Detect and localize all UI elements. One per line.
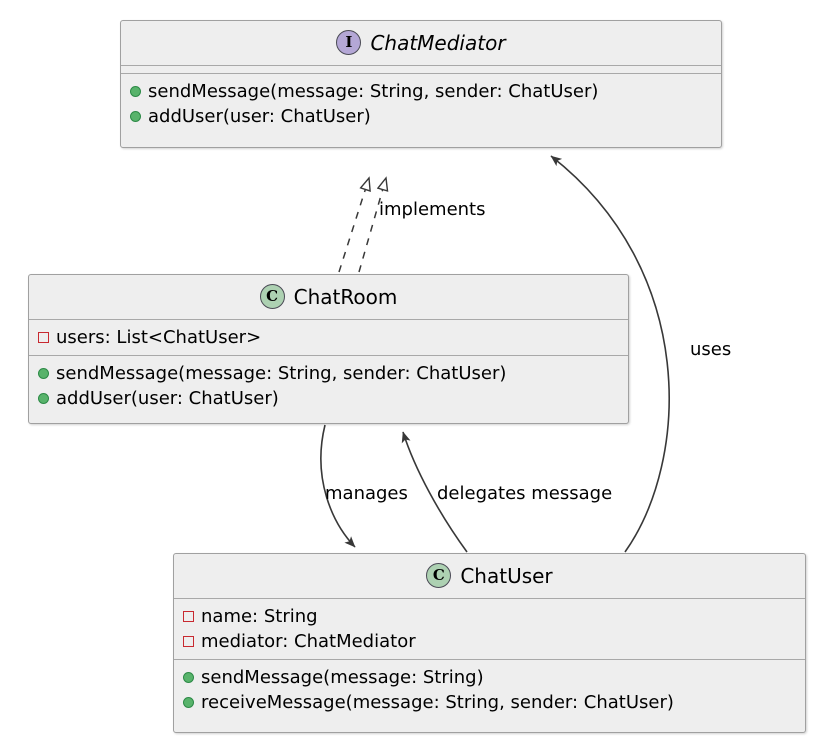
compartment-divider (29, 355, 628, 356)
attributes-compartment-chatmediator (121, 66, 721, 73)
method-label: sendMessage(message: String) (201, 666, 484, 688)
attributes-compartment-chatroom: users: List<ChatUser> (29, 320, 628, 355)
connector-uses (550, 155, 670, 553)
class-name-chatroom: ChatRoom (293, 284, 398, 309)
public-visibility-icon (130, 111, 141, 122)
attributes-compartment-chatuser: name: String mediator: ChatMediator (174, 599, 805, 659)
edge-label-manages: manages (325, 483, 408, 504)
connector-implements (338, 178, 386, 273)
public-visibility-icon (38, 393, 49, 404)
method-row: sendMessage(message: String) (174, 665, 805, 690)
class-name-chatmediator: ChatMediator (370, 30, 506, 55)
class-header-chatmediator: I ChatMediator (121, 21, 721, 65)
class-icon: C (259, 284, 285, 309)
private-visibility-icon (183, 611, 194, 622)
class-box-chatuser[interactable]: C ChatUser name: String mediator: ChatMe… (173, 553, 806, 733)
class-box-chatroom[interactable]: C ChatRoom users: List<ChatUser> sendMes… (28, 274, 629, 424)
method-label: sendMessage(message: String, sender: Cha… (148, 80, 599, 102)
attribute-row: mediator: ChatMediator (174, 629, 805, 654)
method-label: addUser(user: ChatUser) (56, 387, 279, 409)
public-visibility-icon (130, 86, 141, 97)
connector-delegates-message (401, 431, 468, 553)
attribute-label: mediator: ChatMediator (201, 630, 416, 652)
class-header-chatroom: C ChatRoom (29, 275, 628, 319)
edge-label-uses: uses (690, 339, 732, 360)
public-visibility-icon (183, 697, 194, 708)
edge-label-implements: implements (379, 199, 486, 220)
method-label: receiveMessage(message: String, sender: … (201, 691, 674, 713)
method-row: receiveMessage(message: String, sender: … (174, 690, 805, 715)
compartment-divider (174, 659, 805, 660)
interface-icon: I (336, 30, 362, 55)
compartment-divider (29, 319, 628, 320)
attribute-label: users: List<ChatUser> (56, 326, 262, 348)
class-header-chatuser: C ChatUser (174, 554, 805, 598)
method-row: addUser(user: ChatUser) (121, 104, 721, 129)
class-icon: C (426, 563, 452, 588)
class-name-chatuser: ChatUser (460, 563, 553, 588)
attribute-label: name: String (201, 605, 318, 627)
method-row: addUser(user: ChatUser) (29, 386, 628, 411)
private-visibility-icon (183, 636, 194, 647)
compartment-divider (121, 65, 721, 66)
method-label: sendMessage(message: String, sender: Cha… (56, 362, 507, 384)
methods-compartment-chatroom: sendMessage(message: String, sender: Cha… (29, 356, 628, 416)
method-row: sendMessage(message: String, sender: Cha… (29, 361, 628, 386)
compartment-divider (121, 73, 721, 74)
connector-manages (320, 424, 356, 548)
private-visibility-icon (38, 332, 49, 343)
edge-label-delegates-message: delegates message (437, 483, 613, 504)
methods-compartment-chatmediator: sendMessage(message: String, sender: Cha… (121, 74, 721, 134)
compartment-divider (174, 598, 805, 599)
class-box-chatmediator[interactable]: I ChatMediator sendMessage(message: Stri… (120, 20, 722, 148)
attribute-row: users: List<ChatUser> (29, 325, 628, 350)
methods-compartment-chatuser: sendMessage(message: String) receiveMess… (174, 660, 805, 720)
method-label: addUser(user: ChatUser) (148, 105, 371, 127)
public-visibility-icon (38, 368, 49, 379)
public-visibility-icon (183, 672, 194, 683)
attribute-row: name: String (174, 604, 805, 629)
method-row: sendMessage(message: String, sender: Cha… (121, 79, 721, 104)
